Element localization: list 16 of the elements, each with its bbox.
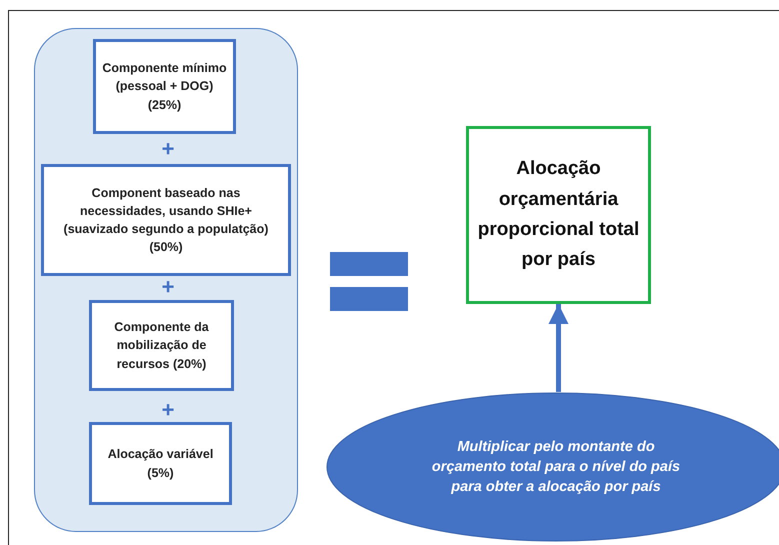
component-text: Alocação variável (5%)	[106, 446, 214, 482]
plus-sign: +	[160, 138, 176, 160]
component-box	[41, 164, 291, 276]
component-box	[89, 300, 234, 391]
component-box	[93, 39, 236, 134]
component-text: Componente mínimo (pessoal + DOG) (25%)	[101, 60, 228, 114]
result-text: Alocação orçamentária proporcional total por país	[476, 157, 640, 272]
arrow	[548, 304, 568, 392]
group-panel	[34, 28, 298, 532]
component-text: Component baseado nas necessidades, usando SHIe+ (suavizado segundo a populatção) (50%)	[62, 184, 270, 256]
component-text: Componente da mobilização de recursos (20%)	[113, 319, 210, 373]
note-text: Multiplicar pelo montante do orçamento total para o nível do país para obter a alocação por país	[431, 438, 681, 498]
component-box	[89, 422, 232, 505]
result-box	[466, 126, 651, 304]
plus-sign: +	[160, 399, 176, 421]
plus-sign: +	[160, 276, 176, 298]
